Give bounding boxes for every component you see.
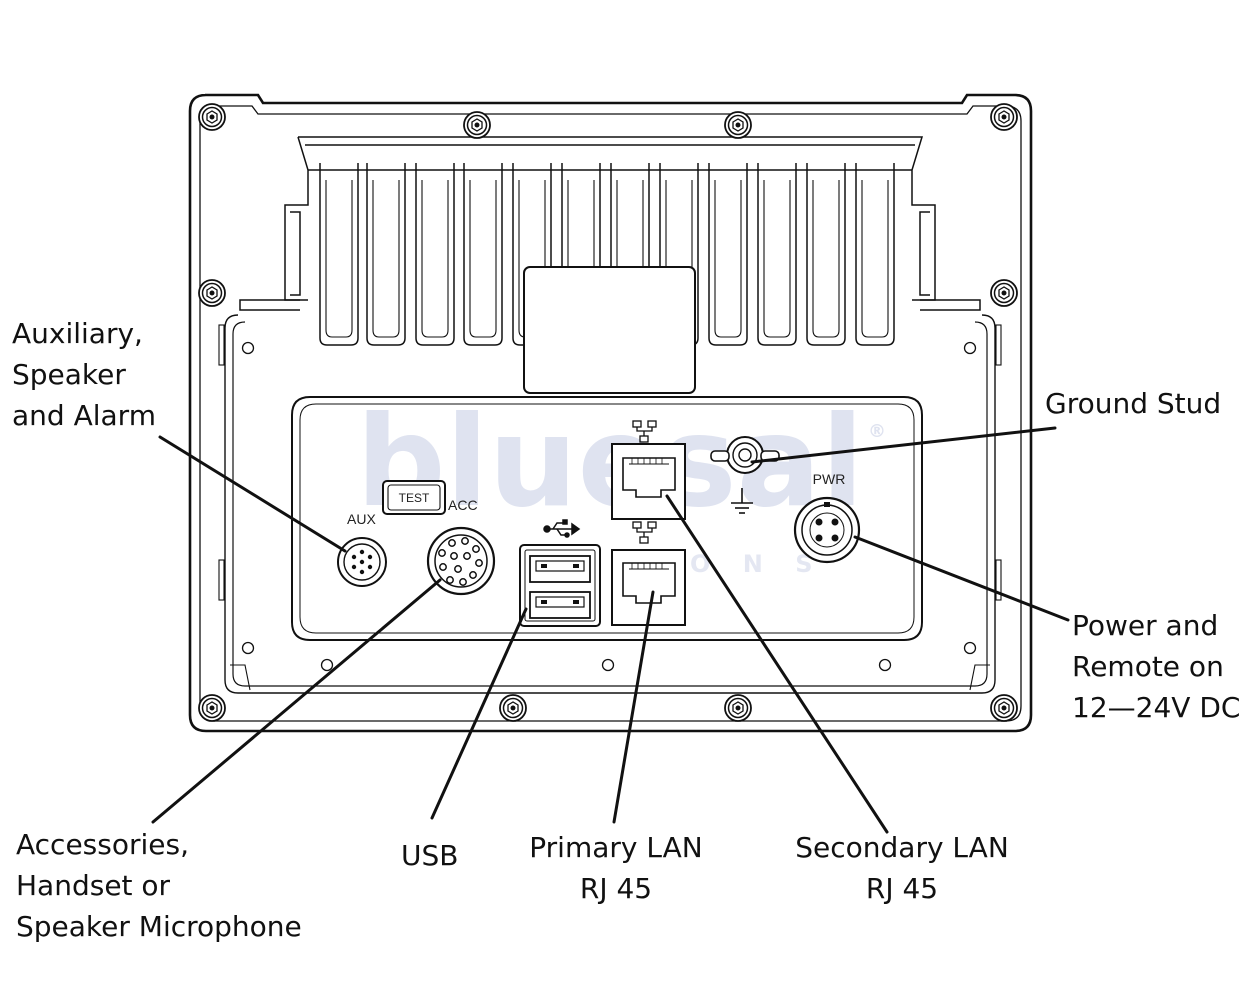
heat-sink-fin-inner (421, 180, 449, 338)
callout-aux-line-2: Speaker (12, 358, 126, 391)
callout-power: Power and Remote on 12—24V DC (1072, 605, 1240, 728)
leader-lines (151, 426, 1070, 834)
callout-aux-line-1: Auxiliary, (12, 317, 143, 350)
callout-acc-line-2: Handset or (16, 869, 171, 902)
acc-label: ACC (448, 497, 478, 513)
callout-primary-lan-line-1: Primary LAN (529, 831, 703, 864)
callout-power-line-3: 12—24V DC (1072, 691, 1241, 724)
center-block (523, 266, 696, 394)
leader-aux (158, 435, 347, 553)
leader-secondary-lan (665, 494, 889, 834)
connector-plate (291, 396, 923, 641)
heat-sink-fin-inner (861, 180, 889, 338)
callout-acc-line-1: Accessories, (16, 828, 189, 861)
leader-accessories (151, 578, 442, 824)
mounting-holes (241, 341, 977, 672)
heat-sink-fin-inner (372, 180, 400, 338)
leader-ground (750, 426, 1057, 464)
callout-aux-line-3: and Alarm (12, 399, 156, 432)
callout-secondary-lan-line-2: RJ 45 (865, 872, 939, 905)
test-button: TEST (382, 480, 446, 515)
heat-sink-fin (319, 163, 359, 346)
leader-primary-lan (612, 590, 655, 824)
heat-sink-fin (463, 163, 503, 346)
callout-acc-line-3: Speaker Microphone (16, 910, 302, 943)
network-icon (632, 420, 657, 544)
callout-power-line-2: Remote on (1072, 650, 1224, 683)
callout-usb: USB (401, 835, 458, 876)
pwr-label: PWR (813, 471, 846, 487)
heat-sink-fin-inner (812, 180, 840, 338)
ground-symbol-icon (731, 488, 753, 514)
power-connector (793, 496, 861, 564)
aux-connector (337, 537, 387, 587)
heat-sink-fin-inner (325, 180, 353, 338)
heat-sink-fin (366, 163, 406, 346)
heat-sink-fin (415, 163, 455, 346)
heat-sink-fin (806, 163, 846, 346)
heat-sink-fin-inner (763, 180, 791, 338)
heat-sink-fin (855, 163, 895, 346)
ground-stud (710, 436, 780, 474)
test-label: TEST (399, 491, 430, 505)
heat-sink-fin (708, 163, 748, 346)
callout-power-line-1: Power and (1072, 609, 1219, 642)
heat-sink-fin-inner (714, 180, 742, 338)
callout-accessories: Accessories, Handset or Speaker Micropho… (16, 824, 302, 947)
watermark-registered: ® (868, 421, 886, 442)
leader-usb (430, 607, 528, 820)
acc-connector (426, 526, 496, 596)
leader-power (853, 535, 1070, 622)
secondary-lan-port (611, 443, 686, 520)
aux-label: AUX (347, 511, 376, 527)
callout-auxiliary: Auxiliary, Speaker and Alarm (12, 313, 156, 436)
callout-secondary-lan-line-1: Secondary LAN (795, 831, 1009, 864)
heat-sink (239, 136, 981, 311)
callout-ground-line-1: Ground Stud (1045, 387, 1222, 420)
usb-icon (543, 519, 581, 538)
heat-sink-fin (757, 163, 797, 346)
callout-primary-lan: Primary LAN RJ 45 (521, 827, 711, 909)
callout-primary-lan-line-2: RJ 45 (579, 872, 653, 905)
callout-secondary-lan: Secondary LAN RJ 45 (787, 827, 1017, 909)
heat-sink-fin-inner (469, 180, 497, 338)
callout-ground-stud: Ground Stud (1045, 383, 1221, 424)
usb-ports (519, 544, 601, 627)
callout-usb-line-1: USB (401, 839, 459, 872)
